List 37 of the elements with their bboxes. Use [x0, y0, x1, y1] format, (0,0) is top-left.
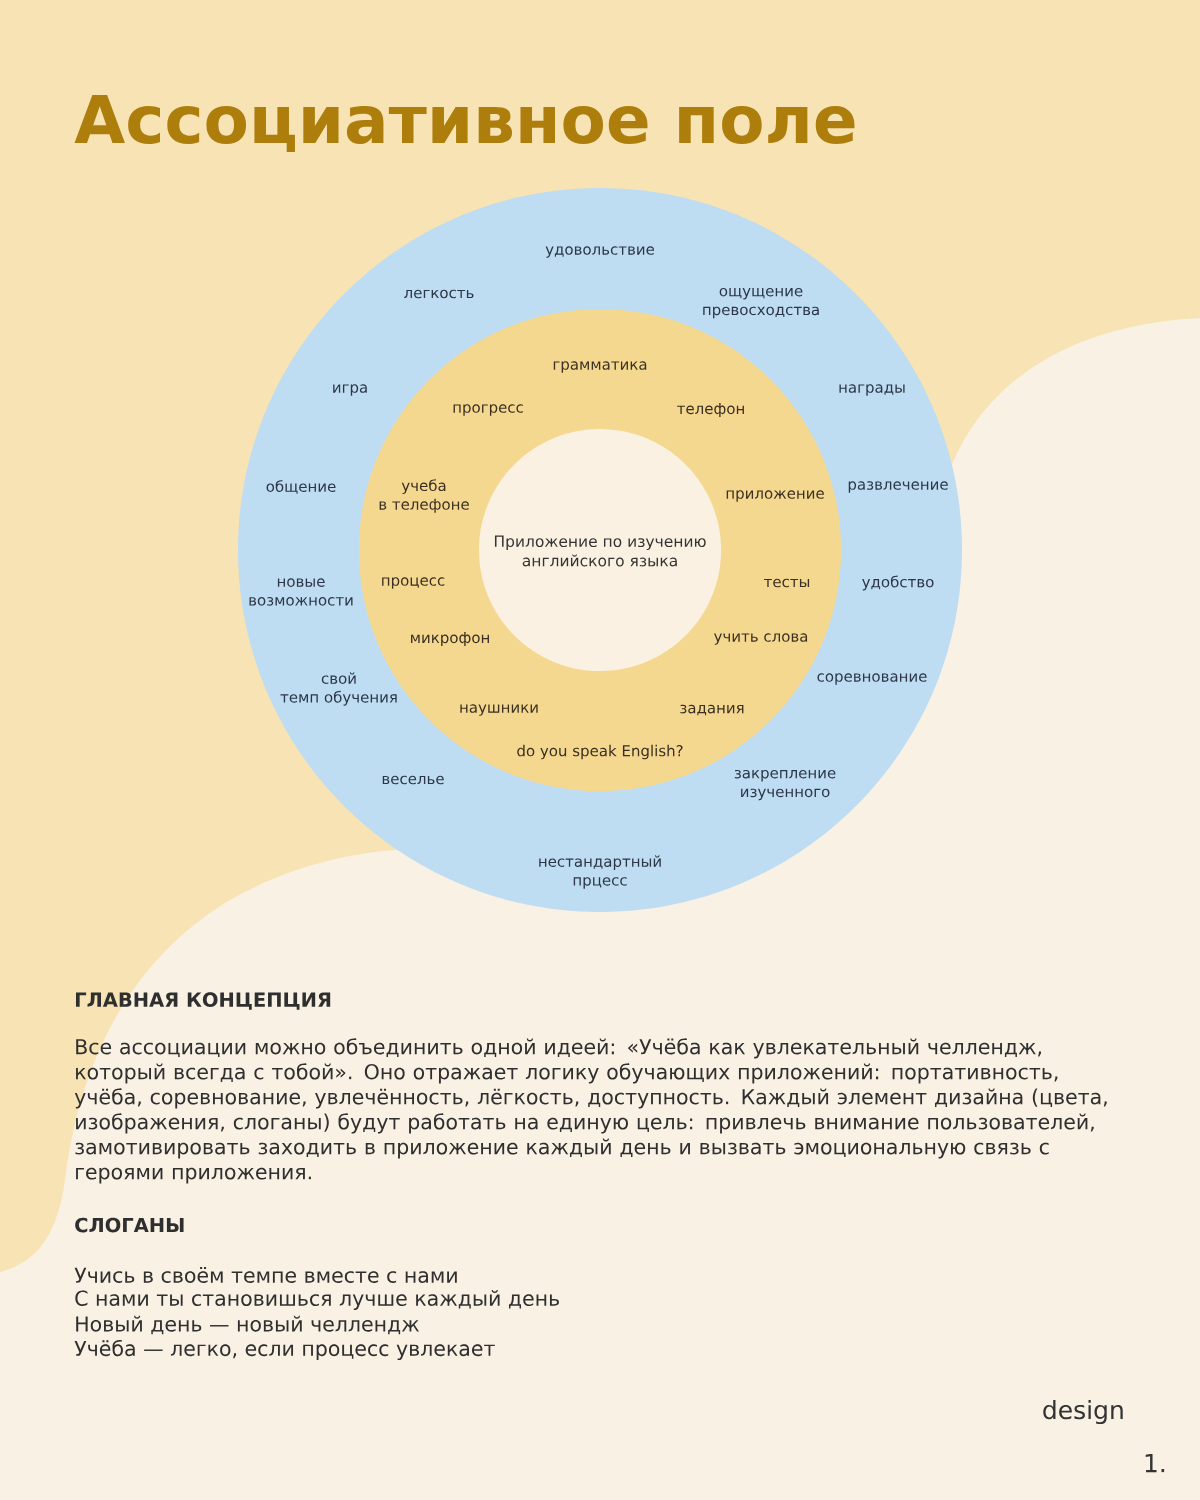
word-label: свой темп обучения [280, 672, 397, 706]
word-label: задания [680, 704, 744, 716]
word-label: соревнование [817, 673, 927, 685]
footer-text: design [1043, 1399, 1123, 1425]
section-heading: СЛОГАНЫ [75, 1217, 184, 1233]
slogan-text: Учёба — легко, если процесс увлекает [74, 1339, 495, 1361]
word-label: ощущение превосходства [703, 287, 819, 319]
word-label: прогресс [453, 404, 523, 416]
word-label: удовольствие [545, 246, 655, 258]
word-label: Приложение по изучению английского языка [494, 535, 706, 567]
word-label: нестандартный прцесс [539, 855, 661, 889]
word-label: процесс [382, 577, 445, 589]
word-label: приложение [726, 490, 824, 502]
word-label: веселье [382, 775, 444, 785]
word-label: общение [266, 480, 336, 494]
title: Ассоциативное поле [74, 94, 855, 153]
body-paragraph: Все ассоциации можно объединить одной идеей: «Учёба как увлекательный челлендж, который всегда с тобой». Оно отражает логику обучающих приложений: портативность, учёба, соревнование, увлечённость, лёгкость, доступность. Каждый элемент дизайна (цвета, изображения, слоганы) будут работать на единую цель: привлечь внимание пользователей, замотивировать заходить в приложение каждый день и вызвать эмоциональную связь с героями приложения. [74, 1038, 1107, 1184]
word-label: удобство [862, 575, 934, 591]
word-label: развлечение [848, 481, 948, 493]
word-label: микрофон [411, 632, 489, 647]
word-label: легкость [404, 289, 474, 299]
section-heading: ГЛАВНАЯ КОНЦЕПЦИЯ [76, 992, 331, 1010]
page-number: 1. [1145, 1453, 1165, 1473]
word-label: игра [333, 384, 367, 396]
slogan-text: Новый день — новый челлендж [76, 1315, 419, 1335]
word-label: учить слова [714, 633, 808, 645]
word-label: телефон [677, 403, 744, 418]
word-label: закрепление изученного [734, 769, 836, 801]
word-label: do you speak English? [517, 744, 683, 760]
word-label: новые возможности [249, 578, 353, 606]
slogan-text: Учись в своём темпе вместе с нами [74, 1267, 457, 1283]
slogan-text: С нами ты становишься лучше каждый день [75, 1290, 559, 1310]
word-label: грамматика [553, 361, 647, 373]
word-label: учеба в телефоне [379, 479, 469, 513]
word-label: награды [839, 384, 905, 396]
word-label: наушники [460, 704, 538, 716]
word-label: тесты [764, 578, 810, 588]
